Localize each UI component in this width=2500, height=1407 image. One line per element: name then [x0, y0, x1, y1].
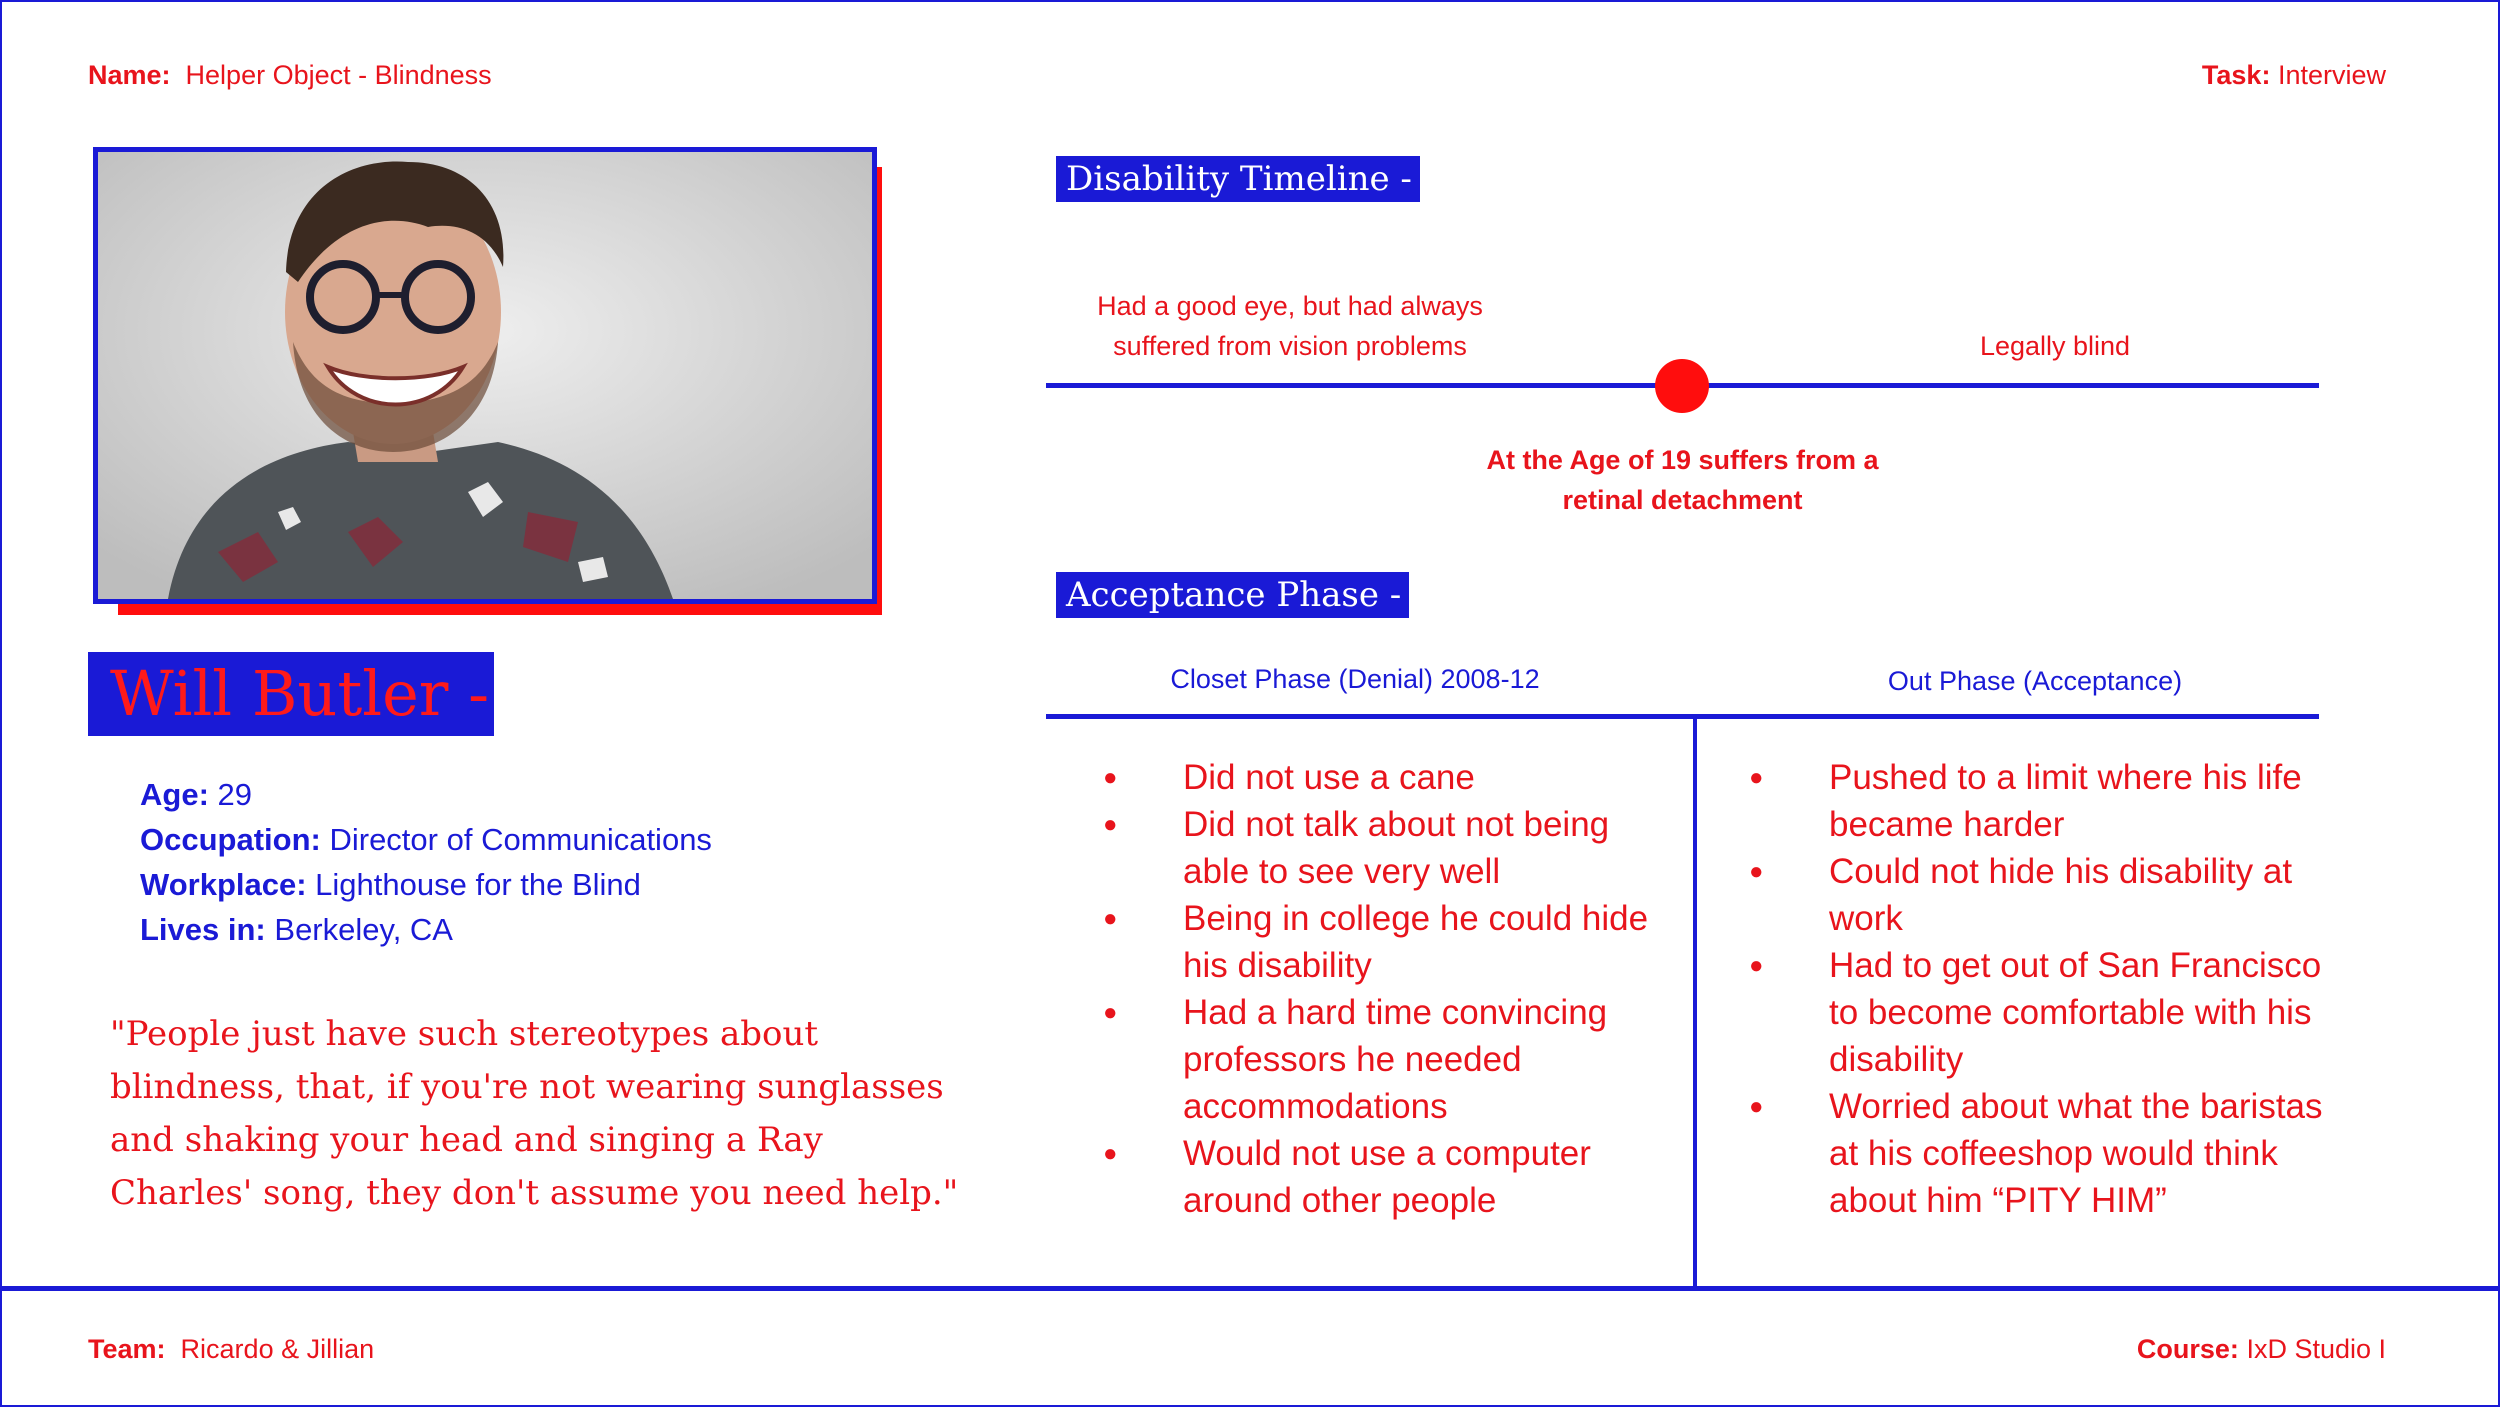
footer-divider — [0, 1286, 2500, 1291]
persona-photo — [93, 147, 877, 604]
acceptance-title: Acceptance Phase - — [1056, 572, 1410, 618]
task-field: Task: Interview — [2202, 60, 2386, 91]
closet-phase-heading: Closet Phase (Denial) 2008-12 — [1170, 664, 1540, 694]
course-value: IxD Studio I — [2246, 1334, 2386, 1364]
name-label: Name: — [88, 60, 171, 90]
list-item: Could not hide his disability at work — [1749, 848, 2329, 942]
fact-value: Lighthouse for the Blind — [315, 867, 641, 902]
list-item: Pushed to a limit where his life became … — [1749, 754, 2329, 848]
persona-facts: Age: 29 Occupation: Director of Communic… — [140, 772, 712, 952]
list-item: Did not talk about not being able to see… — [1103, 801, 1663, 895]
task-value: Interview — [2277, 60, 2386, 90]
persona-quote: "People just have such stereotypes about… — [110, 1014, 959, 1213]
team-field: Team: Ricardo & Jillian — [88, 1334, 374, 1365]
list-item: Did not use a cane — [1103, 754, 1663, 801]
fact-value: Director of Communications — [329, 822, 712, 857]
fact-label: Lives in: — [140, 912, 266, 947]
fact-occupation: Occupation: Director of Communications — [140, 817, 712, 862]
timeline-after-text: Legally blind — [1979, 331, 2131, 361]
list-item: Would not use a computer around other pe… — [1103, 1130, 1663, 1224]
fact-label: Occupation: — [140, 822, 321, 857]
list-item: Had to get out of San Francisco to becom… — [1749, 942, 2329, 1083]
list-item: Worried about what the baristas at his c… — [1749, 1083, 2329, 1224]
timeline-event-text: At the Age of 19 suffers from a retinal … — [1486, 445, 1879, 515]
name-banner — [88, 652, 494, 736]
phase-divider-horizontal — [1046, 714, 2319, 719]
fact-value: Berkeley, CA — [274, 912, 453, 947]
persona-name: Will Butler - — [110, 657, 490, 730]
fact-value: 29 — [217, 777, 252, 812]
fact-label: Age: — [140, 777, 209, 812]
out-phase-list: Pushed to a limit where his life became … — [1749, 754, 2329, 1224]
team-value: Ricardo & Jillian — [180, 1334, 375, 1364]
closet-phase-list: Did not use a cane Did not talk about no… — [1103, 754, 1663, 1224]
fact-age: Age: 29 — [140, 772, 712, 817]
out-phase-heading: Out Phase (Acceptance) — [1887, 666, 2183, 696]
fact-location: Lives in: Berkeley, CA — [140, 907, 712, 952]
list-item: Had a hard time convincing professors he… — [1103, 989, 1663, 1130]
phase-divider-vertical — [1693, 716, 1697, 1290]
team-label: Team: — [88, 1334, 166, 1364]
timeline-title: Disability Timeline - — [1056, 156, 1420, 202]
timeline-before-text: Had a good eye, but had always suffered … — [1097, 291, 1483, 361]
person-portrait-icon — [98, 152, 872, 599]
name-field: Name: Helper Object - Blindness — [88, 60, 492, 91]
course-field: Course: IxD Studio I — [2137, 1334, 2386, 1365]
list-item: Being in college he could hide his disab… — [1103, 895, 1663, 989]
timeline-event-marker — [1655, 359, 1709, 413]
fact-workplace: Workplace: Lighthouse for the Blind — [140, 862, 712, 907]
course-label: Course: — [2136, 1334, 2239, 1364]
task-label: Task: — [2201, 60, 2271, 90]
fact-label: Workplace: — [140, 867, 307, 902]
name-value: Helper Object - Blindness — [185, 60, 492, 90]
